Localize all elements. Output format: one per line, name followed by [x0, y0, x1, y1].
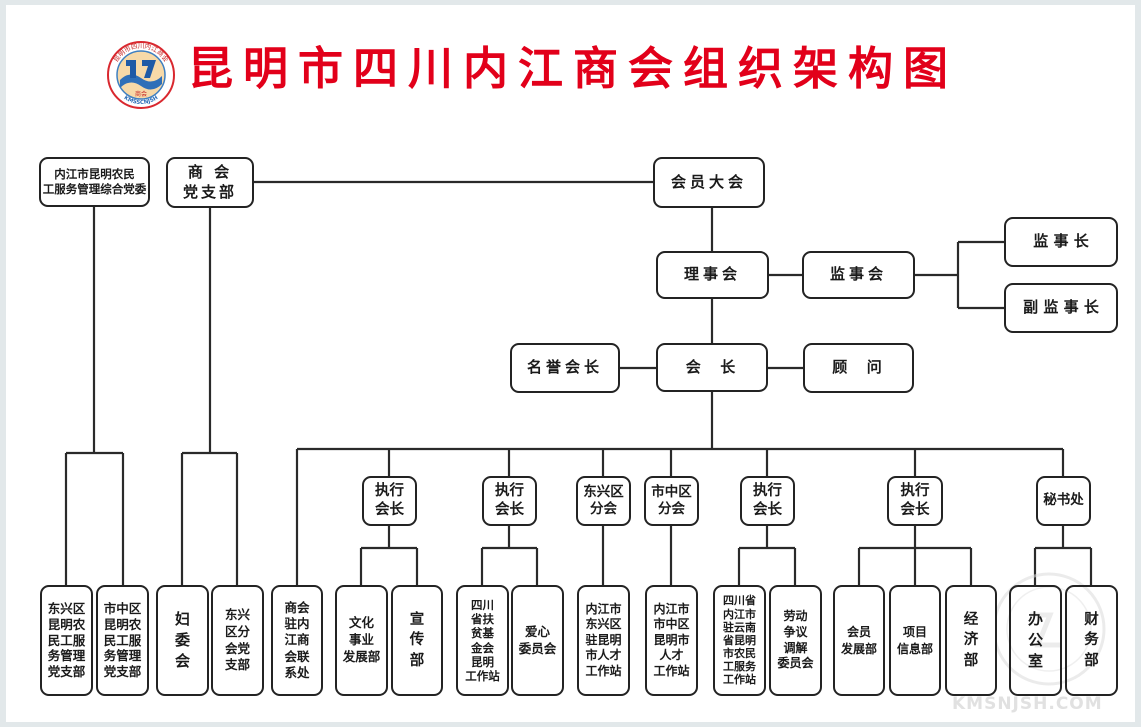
- node-secretariat: 秘书处: [1036, 476, 1091, 526]
- node-shizhong-branch: 市中区 分会: [644, 476, 699, 526]
- chamber-logo: 商会 昆明市四川内江商会 KMSSCNJSH: [107, 41, 175, 109]
- logo-center-text: 商会: [135, 90, 147, 98]
- node-dongxing-mgmt-branch: 东兴区 昆明农 民工服 务管理 党支部: [40, 585, 93, 696]
- logo-bottom-text: KMSSCNJSH: [123, 95, 160, 106]
- node-liaison-office: 商会 驻内 江商 会联 系处: [271, 585, 323, 696]
- node-dongxing-branch: 东兴区 分会: [576, 476, 631, 526]
- node-dongxing-party-branch: 东兴 区分 会党 支部: [211, 585, 264, 696]
- node-exec-vp-2: 执行 会长: [482, 476, 537, 526]
- website-watermark: KMSNJSH.COM: [952, 694, 1103, 714]
- node-publicity-dept: 宣 传 部: [391, 585, 443, 696]
- node-shizhong-mgmt-branch: 市中区 昆明农 民工服 务管理 党支部: [96, 585, 149, 696]
- node-finance-dept: 财 务 部: [1065, 585, 1118, 696]
- node-yunnan-service-station: 四川省 内江市 驻云南 省昆明 市农民 工服务 工作站: [713, 585, 766, 696]
- node-labor-dispute-committee: 劳动 争议 调解 委员会: [769, 585, 822, 696]
- node-project-info-dept: 项目 信息部: [889, 585, 941, 696]
- node-womens-committee: 妇 委 会: [156, 585, 209, 696]
- node-council: 理事会: [656, 251, 769, 299]
- node-charity-committee: 爱心 委员会: [511, 585, 564, 696]
- node-party-branch: 商 会 党支部: [166, 157, 254, 208]
- node-exec-vp-4: 执行 会长: [887, 476, 943, 526]
- node-shizhong-talent-station: 内江市 市中区 昆明市 人才 工作站: [645, 585, 698, 696]
- node-honorary-president: 名誉会长: [510, 343, 620, 393]
- node-advisor: 顾 问: [803, 343, 914, 393]
- node-exec-vp-3: 执行 会长: [740, 476, 795, 526]
- page-title: 昆明市四川内江商会组织架构图: [188, 42, 959, 95]
- node-members-assembly: 会员大会: [653, 157, 765, 208]
- node-deputy-supervisor: 副 监 事 长: [1004, 283, 1118, 333]
- node-chief-supervisor: 监 事 长: [1004, 217, 1118, 267]
- node-member-dev-dept: 会员 发展部: [833, 585, 885, 696]
- node-dongxing-talent-station: 内江市 东兴区 驻昆明 市人才 工作站: [577, 585, 630, 696]
- node-culture-dept: 文化 事业 发展部: [335, 585, 388, 696]
- node-economic-dept: 经 济 部: [945, 585, 997, 696]
- node-office: 办 公 室: [1009, 585, 1062, 696]
- node-exec-vp-1: 执行 会长: [362, 476, 417, 526]
- node-supervisory-board: 监事会: [802, 251, 915, 299]
- node-poverty-fund-station: 四川 省扶 贫基 金会 昆明 工作站: [456, 585, 509, 696]
- node-neijiang-committee: 内江市昆明农民 工服务管理综合党委: [39, 157, 150, 207]
- svg-text:KMSSCNJSH: KMSSCNJSH: [123, 95, 160, 106]
- node-president: 会 长: [656, 343, 768, 392]
